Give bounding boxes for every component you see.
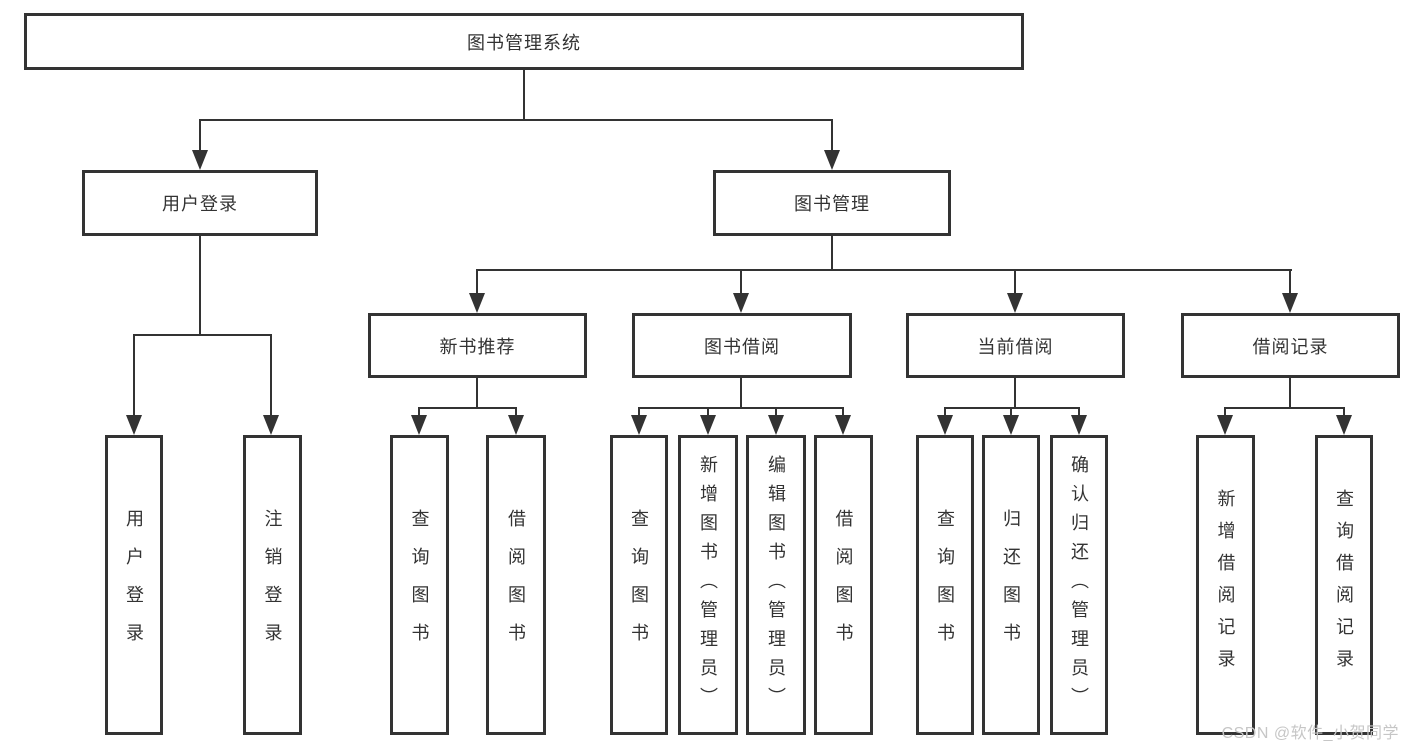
watermark: CSDN @软件_小贺同学 [1221, 725, 1399, 742]
leaf-add-borrow-record-label: 新增借阅记录 [1215, 489, 1236, 681]
connector-line [944, 407, 1080, 409]
connector-line [133, 334, 272, 336]
leaf-edit-book-admin-label: 编辑图书（管理员） [766, 454, 786, 716]
node-current-borrow-label: 当前借阅 [977, 336, 1054, 357]
arrow-down-icon [469, 269, 485, 313]
arrow-down-icon [835, 407, 851, 435]
arrow-down-icon [768, 407, 784, 435]
node-book-borrow-label: 图书借阅 [704, 336, 780, 357]
connector-line [199, 234, 201, 336]
arrow-down-icon [937, 407, 953, 435]
node-book-borrow: 图书借阅 [632, 313, 852, 378]
arrow-down-icon [1217, 407, 1233, 435]
node-current-borrow: 当前借阅 [906, 313, 1125, 378]
node-book-management: 图书管理 [713, 170, 951, 236]
leaf-query-borrow-record: 查询借阅记录 [1315, 435, 1373, 735]
node-user-login: 用户登录 [82, 170, 318, 236]
arrow-down-icon [733, 269, 749, 313]
node-user-login-label: 用户登录 [162, 194, 238, 214]
arrow-down-icon [263, 334, 279, 435]
connector-line [740, 376, 742, 409]
leaf-add-book-admin-label: 新增图书（管理员） [698, 454, 718, 716]
connector-line [418, 407, 517, 409]
arrow-down-icon [126, 334, 142, 435]
leaf-query-books-recommend: 查询图书 [390, 435, 449, 735]
leaf-return-books-label: 归还图书 [1001, 509, 1021, 661]
node-borrow-records: 借阅记录 [1181, 313, 1400, 378]
leaf-logout-label: 注销登录 [262, 509, 283, 661]
leaf-query-borrow-record-label: 查询借阅记录 [1334, 489, 1354, 681]
arrow-down-icon [1282, 269, 1298, 313]
leaf-add-borrow-record: 新增借阅记录 [1196, 435, 1255, 735]
leaf-logout: 注销登录 [243, 435, 302, 735]
connector-line [523, 69, 525, 121]
leaf-borrow-books-label: 借阅图书 [833, 509, 854, 661]
connector-line [1014, 376, 1016, 409]
arrow-down-icon [192, 119, 208, 170]
node-root-label: 图书管理系统 [467, 32, 581, 53]
leaf-query-books-recommend-label: 查询图书 [409, 509, 430, 661]
node-new-book-recommend-label: 新书推荐 [439, 336, 516, 357]
connector-line [638, 407, 844, 409]
connector-line [831, 234, 833, 271]
leaf-borrow-books-recommend: 借阅图书 [486, 435, 546, 735]
node-book-management-label: 图书管理 [794, 194, 870, 214]
arrow-down-icon [1336, 407, 1352, 435]
node-new-book-recommend: 新书推荐 [368, 313, 587, 378]
arrow-down-icon [508, 407, 524, 435]
connector-line [1289, 376, 1291, 409]
leaf-confirm-return-admin: 确认归还（管理员） [1050, 435, 1108, 735]
leaf-query-books-borrow-label: 查询图书 [629, 509, 649, 661]
arrow-down-icon [1007, 269, 1023, 313]
leaf-user-login: 用户登录 [105, 435, 163, 735]
leaf-query-books-current-label: 查询图书 [935, 509, 955, 661]
leaf-return-books: 归还图书 [982, 435, 1040, 735]
leaf-query-books-borrow: 查询图书 [610, 435, 668, 735]
leaf-add-book-admin: 新增图书（管理员） [678, 435, 738, 735]
leaf-confirm-return-admin-label: 确认归还（管理员） [1069, 454, 1089, 716]
arrow-down-icon [700, 407, 716, 435]
connector-line [476, 269, 1292, 271]
connector-line [1224, 407, 1345, 409]
leaf-edit-book-admin: 编辑图书（管理员） [746, 435, 806, 735]
node-root: 图书管理系统 [24, 13, 1024, 70]
arrow-down-icon [1003, 407, 1019, 435]
leaf-user-login-label: 用户登录 [124, 509, 144, 661]
leaf-borrow-books: 借阅图书 [814, 435, 873, 735]
arrow-down-icon [631, 407, 647, 435]
arrow-down-icon [1071, 407, 1087, 435]
leaf-borrow-books-recommend-label: 借阅图书 [506, 509, 526, 661]
arrow-down-icon [824, 119, 840, 170]
connector-line [199, 119, 833, 121]
node-borrow-records-label: 借阅记录 [1252, 336, 1329, 357]
connector-line [476, 376, 478, 409]
arrow-down-icon [411, 407, 427, 435]
leaf-query-books-current: 查询图书 [916, 435, 974, 735]
